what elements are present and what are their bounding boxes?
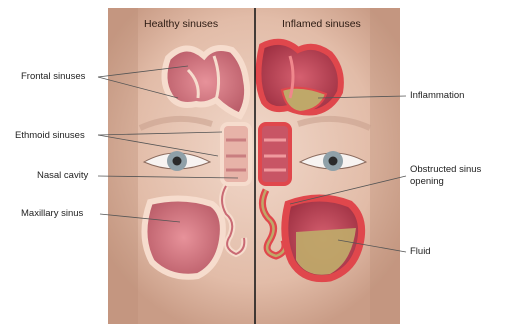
label-obstructed-sinus-line2: opening bbox=[410, 176, 444, 187]
inflamed-frontal-sinus bbox=[258, 42, 340, 113]
label-maxillary-sinus: Maxillary sinus bbox=[21, 208, 83, 219]
healthy-maxillary-sinus bbox=[144, 198, 222, 276]
label-frontal-sinuses: Frontal sinuses bbox=[21, 71, 85, 82]
label-ethmoid-sinuses: Ethmoid sinuses bbox=[15, 130, 85, 141]
label-nasal-cavity: Nasal cavity bbox=[37, 170, 88, 181]
label-fluid: Fluid bbox=[410, 246, 431, 257]
inflamed-sinuses-title: Inflamed sinuses bbox=[282, 18, 361, 30]
label-inflammation: Inflammation bbox=[410, 90, 464, 101]
healthy-sinuses-title: Healthy sinuses bbox=[144, 18, 218, 30]
inflamed-maxillary-sinus bbox=[285, 198, 362, 279]
label-obstructed-sinus-line1: Obstructed sinus bbox=[410, 164, 481, 175]
healthy-ethmoid-sinus bbox=[222, 124, 250, 184]
healthy-frontal-sinus bbox=[164, 48, 247, 116]
inflamed-ethmoid-sinus bbox=[260, 124, 290, 184]
